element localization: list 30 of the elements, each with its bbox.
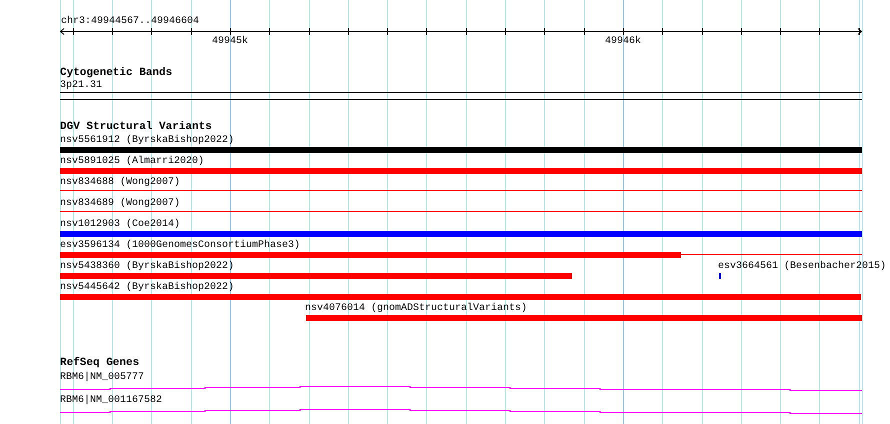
position-label: chr3:49944567..49946604 xyxy=(61,16,200,27)
gene-feature xyxy=(60,395,862,417)
variant-label: esv3596134 (1000GenomesConsortiumPhase3) xyxy=(60,240,300,251)
variant-label: nsv1012903 (Coe2014) xyxy=(60,219,180,230)
tick-label: 49945k xyxy=(212,36,248,47)
cytoband-feature xyxy=(60,80,862,99)
variant-label: nsv834689 (Wong2007) xyxy=(60,198,180,209)
variant-label: esv3664561 (Besenbacher2015) xyxy=(718,261,886,272)
gene-label: RBM6|NM_005777 xyxy=(60,372,144,383)
variant-label: nsv5891025 (Almarri2020) xyxy=(60,156,204,167)
band-label: 3p21.31 xyxy=(60,80,102,91)
variant-feature xyxy=(60,156,862,175)
variant-feature xyxy=(60,282,861,301)
variant-feature xyxy=(305,303,862,322)
variant-label: nsv5561912 (ByrskaBishop2022) xyxy=(60,135,234,146)
variant-label: nsv834688 (Wong2007) xyxy=(60,177,180,188)
variant-label: nsv4076014 (gnomADStructuralVariants) xyxy=(305,303,528,314)
gene-label: RBM6|NM_001167582 xyxy=(60,395,162,406)
track-heading: Cytogenetic Bands xyxy=(60,68,172,79)
tick-label: 49946k xyxy=(605,36,641,47)
variant-feature xyxy=(60,261,572,280)
variant-feature xyxy=(718,261,886,280)
variant-label: nsv5438360 (ByrskaBishop2022) xyxy=(60,261,234,272)
variant-feature xyxy=(60,135,862,154)
track-heading: RefSeq Genes xyxy=(60,358,140,369)
track-heading: DGV Structural Variants xyxy=(60,122,212,133)
gene-feature xyxy=(60,372,862,394)
variant-label: nsv5445642 (ByrskaBishop2022) xyxy=(60,282,234,293)
variant-feature xyxy=(60,219,862,238)
variant-feature xyxy=(60,240,862,259)
